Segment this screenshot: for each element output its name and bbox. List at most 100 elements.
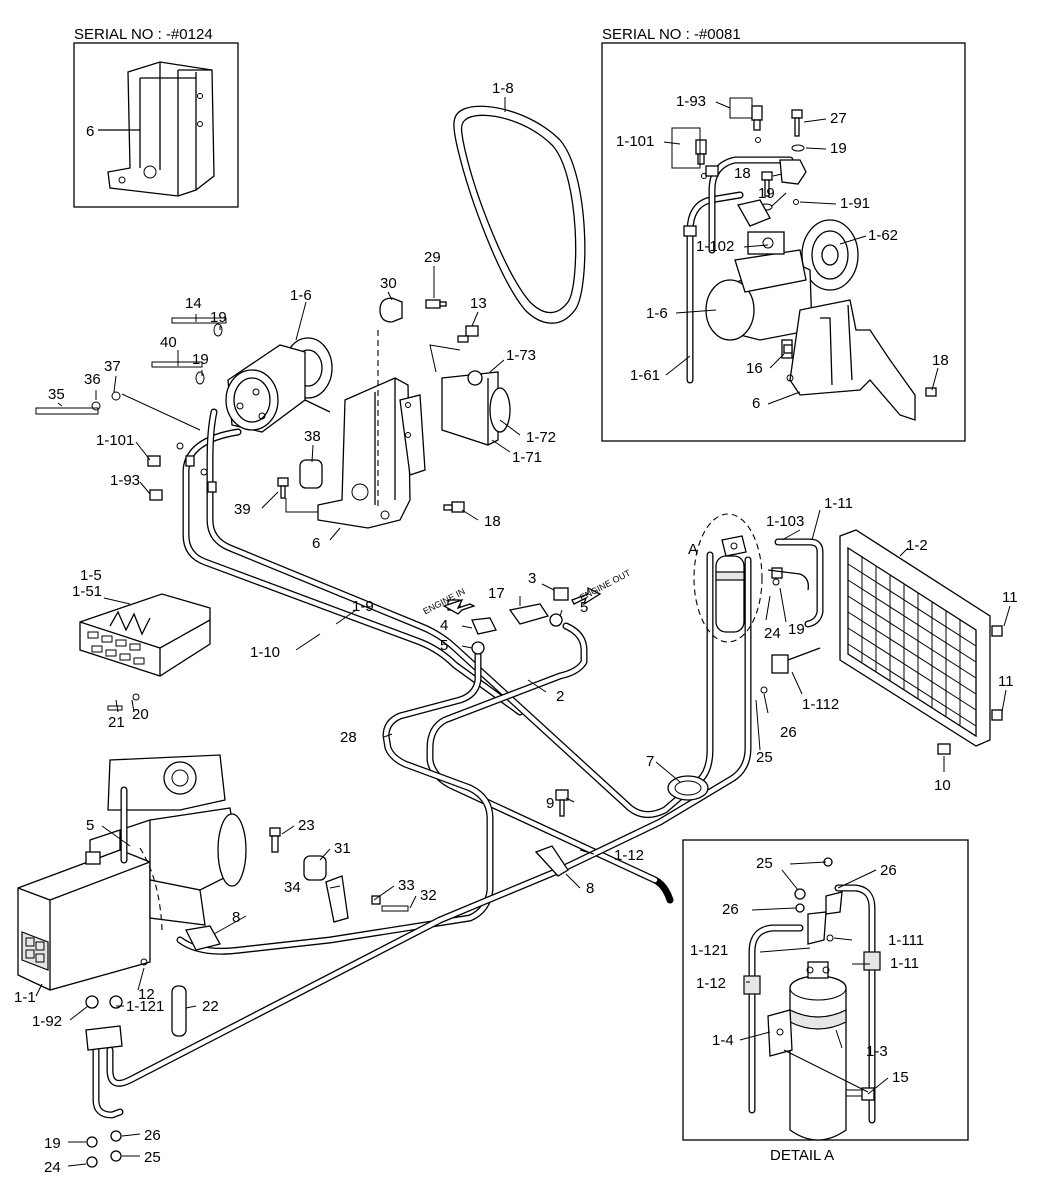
label-m-35: 35 (48, 386, 65, 403)
hose-2 (426, 622, 674, 904)
label-u-12: 12 (138, 986, 155, 1003)
label-d-15: 15 (892, 1069, 909, 1086)
label-c-20: 20 (132, 706, 149, 723)
label-r-1-62: 1-62 (868, 227, 898, 244)
label-h-1-10: 1-10 (250, 644, 280, 661)
label-r-1-91: 1-91 (840, 195, 870, 212)
label-u-31: 31 (334, 840, 351, 857)
label-m-36: 36 (84, 371, 101, 388)
label-k-1-2: 1-2 (906, 537, 928, 554)
label-m-1-71: 1-71 (512, 449, 542, 466)
engine-fittings (447, 587, 569, 817)
label-r-1-61: 1-61 (630, 367, 660, 384)
label-h-5b: 5 (580, 599, 588, 616)
label-m-1-6: 1-6 (290, 287, 312, 304)
label-r-19b: 19 (758, 185, 775, 202)
label-m-37: 37 (104, 358, 121, 375)
label-h-28: 28 (340, 729, 357, 746)
label-a-A: A (688, 541, 698, 558)
hose-28 (176, 651, 494, 955)
hose-1-9 (206, 408, 714, 818)
label-m-1-73: 1-73 (506, 347, 536, 364)
receiver-drier (693, 513, 821, 694)
engine-out-label: ENGINE OUT (578, 567, 633, 602)
label-d-1-12: 1-12 (696, 975, 726, 992)
detail-a-caption: DETAIL A (770, 1147, 834, 1164)
label-d-25: 25 (756, 855, 773, 872)
label-h-5a: 5 (440, 637, 448, 654)
inset-right-serial: SERIAL NO : -#0081 (602, 26, 741, 43)
main-small-parts (35, 297, 479, 513)
inset-right-compressor (671, 97, 937, 421)
label-h-8b: 8 (232, 909, 240, 926)
label-inset-left-6: 6 (86, 123, 94, 140)
label-u-5: 5 (86, 817, 94, 834)
label-m-1-93: 1-93 (110, 472, 140, 489)
label-m-38: 38 (304, 428, 321, 445)
label-m-30: 30 (380, 275, 397, 292)
label-u-24: 24 (44, 1159, 61, 1176)
main-bracket (317, 330, 426, 529)
label-d-1-11: 1-11 (890, 955, 919, 972)
label-a-1-103: 1-103 (766, 513, 804, 530)
label-c-21: 21 (108, 714, 125, 731)
label-d-1-3: 1-3 (866, 1043, 888, 1060)
label-r-18a: 18 (734, 165, 751, 182)
hvac-unit (17, 754, 409, 1168)
inset-left-bracket (98, 61, 215, 197)
main-compressor (225, 337, 333, 433)
label-r-27: 27 (830, 110, 847, 127)
inset-box-left (73, 42, 239, 208)
label-k-10: 10 (934, 777, 951, 794)
inset-box-right (601, 42, 966, 442)
detail-a-drier (743, 857, 881, 1141)
detail-a-box (682, 839, 969, 1141)
engine-out-arrow (571, 586, 602, 606)
label-u-1-121: 1-121 (126, 998, 164, 1015)
label-u-1-1: 1-1 (14, 989, 36, 1006)
label-r-16: 16 (746, 360, 763, 377)
hose-1-11 (774, 538, 824, 628)
label-h-1-12: 1-12 (614, 847, 644, 864)
label-m-19b: 19 (192, 351, 209, 368)
label-u-23: 23 (298, 817, 315, 834)
label-c-1-51: 1-51 (72, 583, 102, 600)
label-u-19: 19 (44, 1135, 61, 1152)
engine-in-arrow (442, 598, 476, 615)
hose-clamps (185, 455, 709, 951)
idler-tensioner (441, 370, 511, 446)
label-r-1-93: 1-93 (676, 93, 706, 110)
label-h-1-9: 1-9 (352, 598, 374, 615)
label-m-19a: 19 (210, 309, 227, 326)
label-h-17: 17 (488, 585, 505, 602)
label-r-6: 6 (752, 395, 760, 412)
label-u-26: 26 (144, 1127, 161, 1144)
label-r-1-102: 1-102 (696, 238, 734, 255)
label-h-3: 3 (528, 570, 536, 587)
label-a-24: 24 (764, 625, 781, 642)
label-h-4: 4 (440, 617, 448, 634)
label-m-40: 40 (160, 334, 177, 351)
label-d-26a: 26 (880, 862, 897, 879)
label-m-39: 39 (234, 501, 251, 518)
drive-belt (453, 105, 586, 324)
inset-left-serial: SERIAL NO : -#0124 (74, 26, 213, 43)
label-u-22: 22 (202, 998, 219, 1015)
label-u-34: 34 (284, 879, 301, 896)
label-k-11b: 11 (998, 673, 1014, 690)
label-h-9: 9 (546, 795, 554, 812)
label-h-7: 7 (646, 753, 654, 770)
label-d-1-4: 1-4 (712, 1032, 734, 1049)
label-r-1-101: 1-101 (616, 133, 654, 150)
label-h-8a: 8 (586, 880, 594, 897)
label-r-19a: 19 (830, 140, 847, 157)
label-h-2: 2 (556, 688, 564, 705)
label-u-33: 33 (398, 877, 415, 894)
label-d-1-121: 1-121 (690, 942, 728, 959)
hose-1-10 (182, 428, 524, 716)
label-d-26b: 26 (722, 901, 739, 918)
label-k-11a: 11 (1002, 589, 1018, 606)
label-m-13: 13 (470, 295, 487, 312)
label-a-26: 26 (780, 724, 797, 741)
